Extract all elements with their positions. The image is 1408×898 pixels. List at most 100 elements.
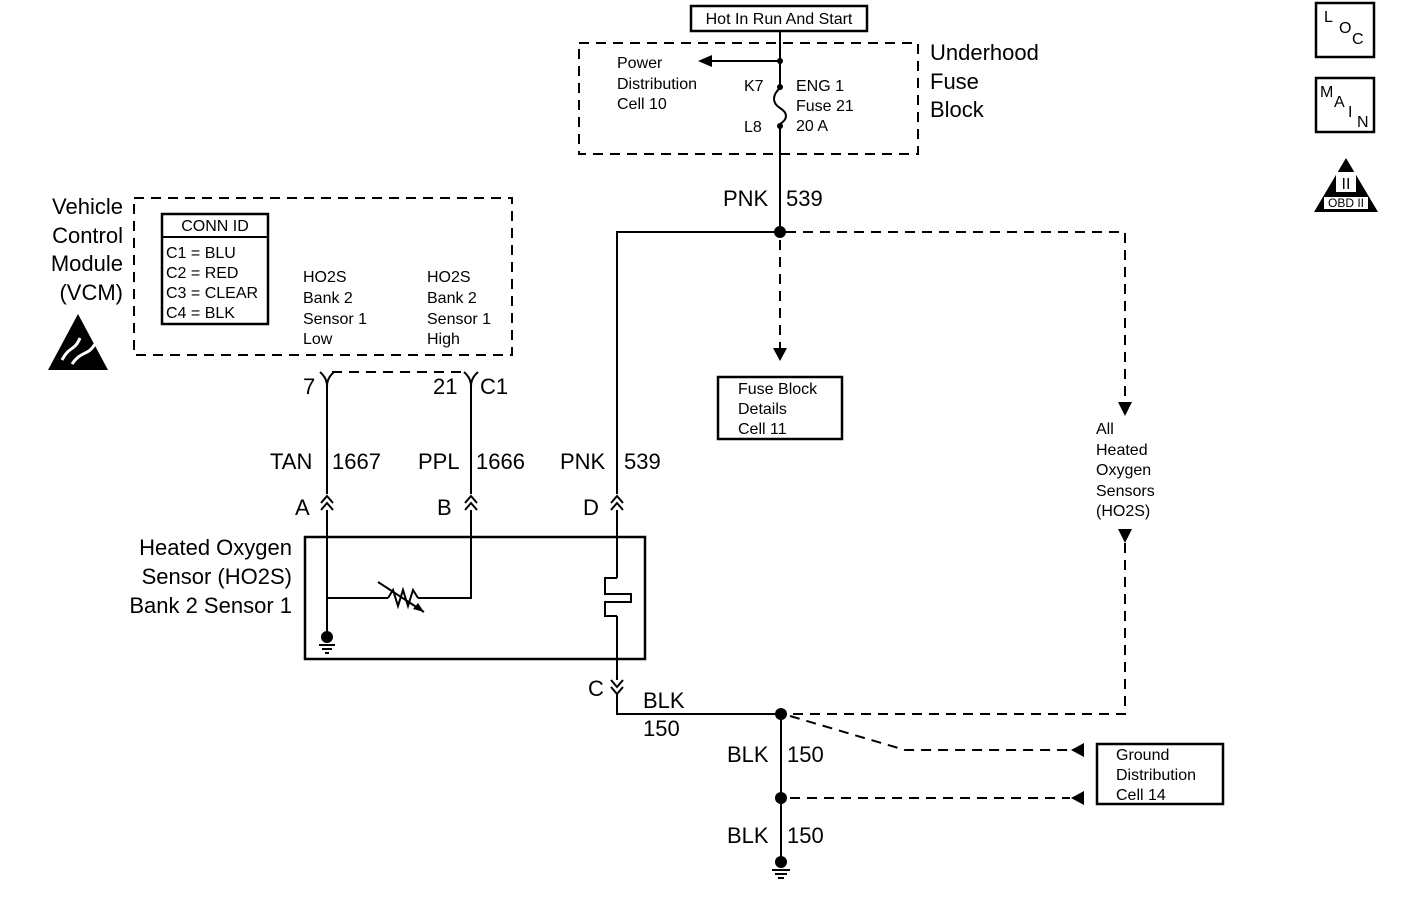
fuse-icon [773,87,787,125]
obd-ii-icon: II OBD II [1314,158,1378,212]
ufb-title-line2: Fuse [930,69,979,94]
sensor-pin-c: C [588,676,604,701]
splice-dot-icon [777,58,783,64]
sensor-title-line1: Heated Oxygen [139,535,292,560]
vcm-title-line4: (VCM) [59,280,123,305]
sensor-title-line2: Sensor (HO2S) [142,564,292,589]
ground-node-icon [775,856,787,868]
ho2s-sensor-box [303,535,647,661]
conn-id-c4: C4 = BLK [166,305,235,322]
vcm-pin-21: 21 [433,374,457,399]
svg-text:M: M [1320,84,1333,101]
conn-id-header: CONN ID [181,218,249,235]
wire-pnk-circuit: 539 [624,449,661,474]
fuse-label-line2: Fuse 21 [796,98,854,115]
ho2s-high-line3: Sensor 1 [427,311,491,328]
ho2s-low-line3: Sensor 1 [303,311,367,328]
wire-pnk-color: PNK [560,449,606,474]
wire-tan-color: TAN [270,449,312,474]
power-source-label: Hot In Run And Start [706,11,853,28]
conn-id-c1: C1 = BLU [166,245,236,262]
vcm-outline [133,197,513,356]
wire-feed-color: PNK [723,186,769,211]
pin-l8: L8 [744,119,762,136]
connector-chevron-icon [320,494,334,511]
vcm-title-line3: Module [51,251,123,276]
ho2s-low-line2: Bank 2 [303,290,353,307]
loc-icon: L O C [1314,1,1376,59]
sensor-title-line3: Bank 2 Sensor 1 [129,593,292,618]
vcm-pin-7: 7 [303,374,315,399]
wire-blk-mid-color: BLK [727,742,769,767]
ho2s-high-line2: Bank 2 [427,290,477,307]
vcm-title-line2: Control [52,223,123,248]
svg-text:O: O [1339,20,1351,37]
conn-id-box [160,212,270,326]
ho2s-high-line4: High [427,331,460,348]
power-dist-ref-line3: Cell 10 [617,96,667,113]
ground-dist-line2: Distribution [1116,767,1196,784]
all-ho2s-line1: All [1096,421,1114,438]
connector-pin-icon [463,371,479,387]
variable-resistor-icon [377,581,425,613]
all-ho2s-line3: Oxygen [1096,462,1151,479]
connector-chevron-icon [610,679,624,696]
fuse-block-details-line2: Details [738,401,787,418]
conn-id-c2: C2 = RED [166,265,238,282]
fuse-terminal-icon [777,123,783,129]
ho2s-low-line4: Low [303,331,333,348]
fuse-block-details-line3: Cell 11 [738,421,787,438]
wire-blk-c-circuit: 150 [643,716,680,741]
wire-ppl-circuit: 1666 [476,449,525,474]
fuse-label-line1: ENG 1 [796,78,844,95]
pnk-539-wire [616,231,780,494]
fuse-block-details-line1: Fuse Block [738,381,818,398]
ground-dist-line1: Ground [1116,747,1169,764]
ground-dist-line3: Cell 14 [1116,787,1166,804]
ground-icon [772,869,790,879]
esd-icon [48,314,108,370]
sensor-pin-b: B [437,495,452,520]
arrow-down-icon [1118,529,1132,543]
wire-blk-bottom-color: BLK [727,823,769,848]
sensor-high-internal [418,537,472,599]
wire-ppl-color: PPL [418,449,460,474]
sensor-pin-a: A [295,495,310,520]
power-dist-ref-line2: Distribution [617,76,697,93]
sensor-pin-d: D [583,495,599,520]
arrow-down-icon [773,348,787,361]
ufb-title-line3: Block [930,97,985,122]
arrow-left-icon [1071,791,1084,805]
ho2s-low-line1: HO2S [303,269,347,286]
connector-pin-icon [319,371,335,387]
all-ho2s-line5: (HO2S) [1096,503,1150,520]
ufb-title-line1: Underhood [930,40,1039,65]
power-dist-arrow-icon [698,55,712,67]
sensor-ground-node-icon [321,631,333,643]
heater-element-icon [604,537,632,660]
wire-feed-circuit: 539 [786,186,823,211]
svg-text:I: I [1348,104,1352,121]
fuse-label-line3: 20 A [796,118,828,135]
ho2s-high-line1: HO2S [427,269,471,286]
wire-tan-circuit: 1667 [332,449,381,474]
svg-text:OBD II: OBD II [1328,196,1364,210]
vcm-connector-c1: C1 [480,374,508,399]
blk-150-wire [616,694,780,715]
ground-distribution-box [1095,742,1225,806]
connector-chevron-icon [610,494,624,511]
arrow-left-icon [1071,743,1084,757]
vcm-title-line1: Vehicle [52,194,123,219]
svg-text:N: N [1357,114,1369,131]
main-icon: M A I N [1314,76,1376,134]
all-ho2s-line4: Sensors [1096,483,1155,500]
wire-blk-c-color: BLK [643,688,685,713]
all-ho2s-line2: Heated [1096,442,1148,459]
svg-text:A: A [1334,94,1345,111]
ground-icon [319,644,335,654]
power-dist-ref-line1: Power [617,55,663,72]
underhood-fuse-block-outline [578,42,919,155]
pin-k7: K7 [744,78,764,95]
connector-chevron-icon [464,494,478,511]
